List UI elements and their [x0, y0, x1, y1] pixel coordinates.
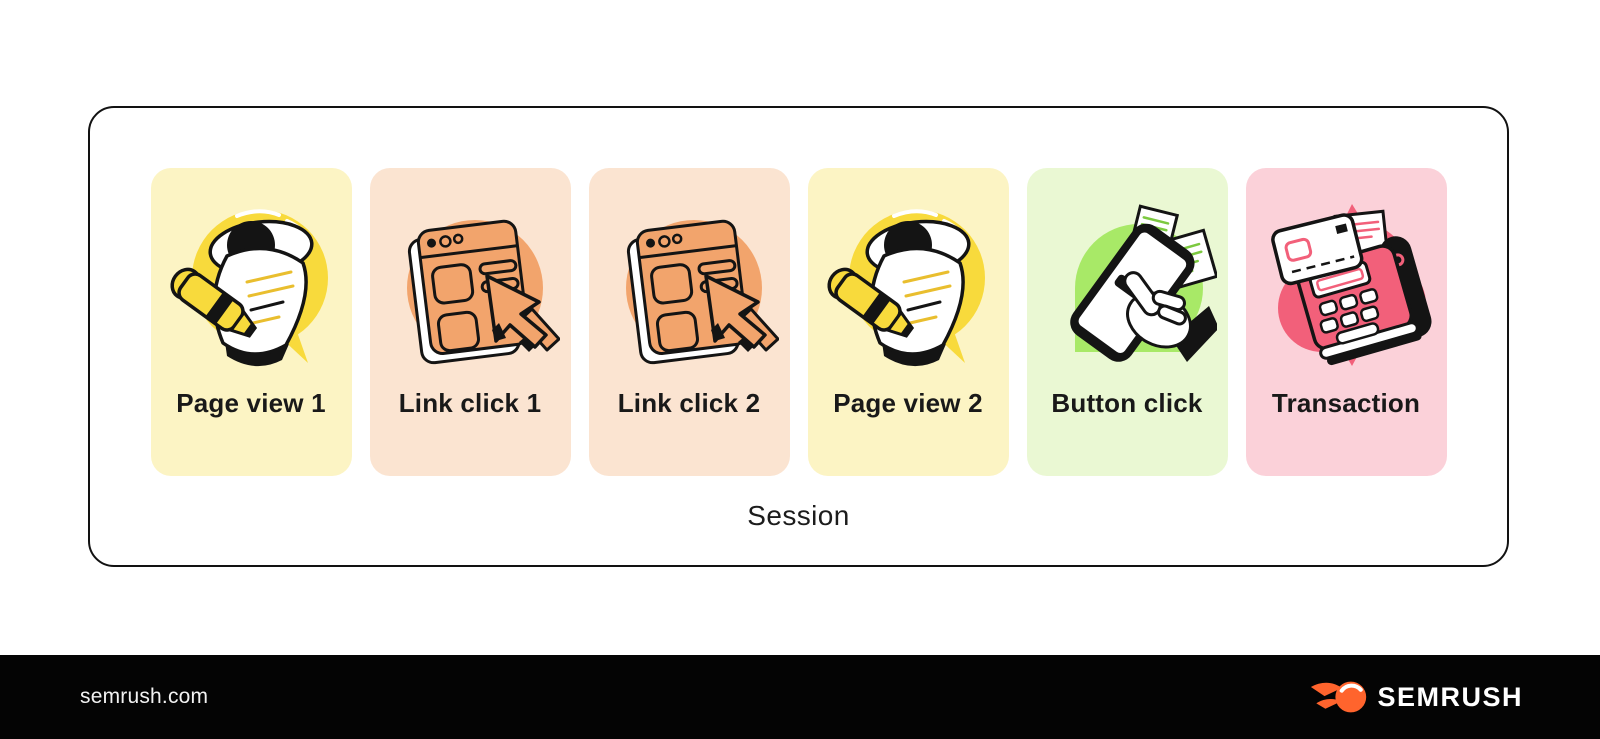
card-label: Link click 1 — [398, 388, 542, 418]
session-box: Page view 1 Link click 1 Link click 2 Pa… — [88, 106, 1509, 567]
card-link-click-2: Link click 2 — [588, 168, 790, 476]
transaction-icon — [1256, 190, 1436, 370]
website-url: semrush.com — [80, 685, 209, 708]
semrush-flame-icon — [1310, 677, 1368, 717]
card-label: Button click — [1051, 388, 1203, 418]
card-page-view-1: Page view 1 — [150, 168, 352, 476]
card-label: Page view 1 — [176, 388, 326, 418]
page-view-icon — [818, 190, 998, 370]
card-label: Link click 2 — [617, 388, 761, 418]
link-click-icon — [380, 190, 560, 370]
footer-bar: semrush.com SEMRUSH — [0, 655, 1600, 739]
semrush-logo: SEMRUSH — [1310, 677, 1523, 717]
semrush-wordmark: SEMRUSH — [1377, 681, 1523, 712]
button-click-icon — [1037, 190, 1217, 370]
card-label: Page view 2 — [833, 388, 983, 418]
card-page-view-2: Page view 2 — [807, 168, 1009, 476]
card-label: Transaction — [1271, 388, 1421, 418]
event-cards-row: Page view 1 Link click 1 Link click 2 Pa… — [90, 168, 1507, 476]
card-link-click-1: Link click 1 — [369, 168, 571, 476]
card-transaction: Transaction — [1245, 168, 1447, 476]
card-button-click: Button click — [1026, 168, 1228, 476]
link-click-icon — [599, 190, 779, 370]
session-label: Session — [747, 500, 850, 531]
page-view-icon — [161, 190, 341, 370]
